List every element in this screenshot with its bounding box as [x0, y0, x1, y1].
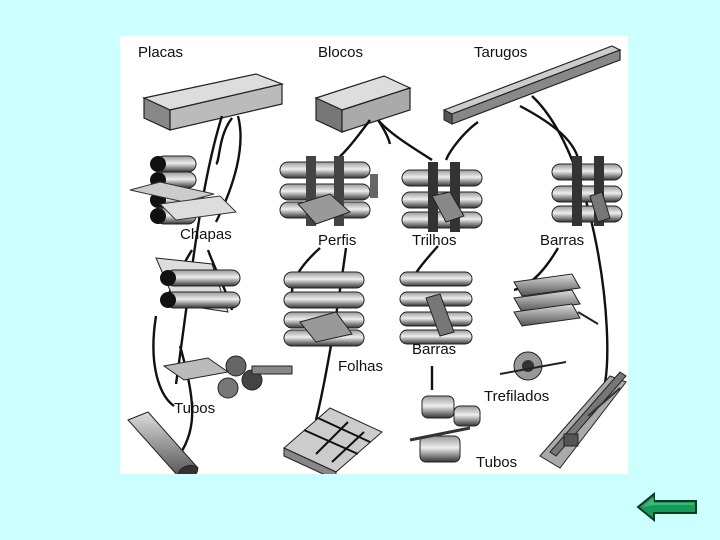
- tubos-rollers-illustration: [410, 396, 480, 462]
- draw-bench-illustration: [540, 372, 626, 468]
- barras-rollers-illustration: [514, 274, 598, 326]
- label-perfis: Perfis: [318, 232, 356, 249]
- folhas-bundle-illustration: [284, 408, 382, 474]
- folhas-mill-illustration: [284, 272, 364, 346]
- tubos-pipe-illustration: [128, 412, 199, 474]
- tubos-piercing-illustration: [164, 356, 292, 398]
- label-blocos: Blocos: [318, 44, 363, 61]
- label-trilhos: Trilhos: [412, 232, 456, 249]
- arrow-left-icon: [636, 492, 698, 522]
- label-tubos-left: Tubos: [174, 400, 215, 417]
- label-chapas: Chapas: [180, 226, 232, 243]
- diagram-panel: Placas Blocos Tarugos Chapas Perfis Tril…: [120, 36, 628, 474]
- chapas-mill-illustration: [130, 156, 236, 224]
- blocos-bloom-illustration: [316, 76, 410, 132]
- perfis-mill-illustration: [280, 156, 378, 226]
- placas-slab-illustration: [144, 74, 282, 130]
- label-barras-top: Barras: [540, 232, 584, 249]
- back-button[interactable]: [636, 492, 698, 522]
- label-barras-mid: Barras: [412, 341, 456, 358]
- barras-mill-illustration: [552, 156, 622, 226]
- trilhos-mill-illustration: [402, 162, 482, 232]
- label-trefilados: Trefilados: [484, 388, 549, 405]
- barras-mid-mill-illustration: [400, 272, 472, 344]
- chapas-sheet-illustration: [156, 258, 240, 312]
- label-folhas: Folhas: [338, 358, 383, 375]
- trefilados-die-illustration: [500, 352, 566, 380]
- label-placas: Placas: [138, 44, 183, 61]
- label-tubos-bottom: Tubos: [476, 454, 517, 471]
- label-tarugos: Tarugos: [474, 44, 527, 61]
